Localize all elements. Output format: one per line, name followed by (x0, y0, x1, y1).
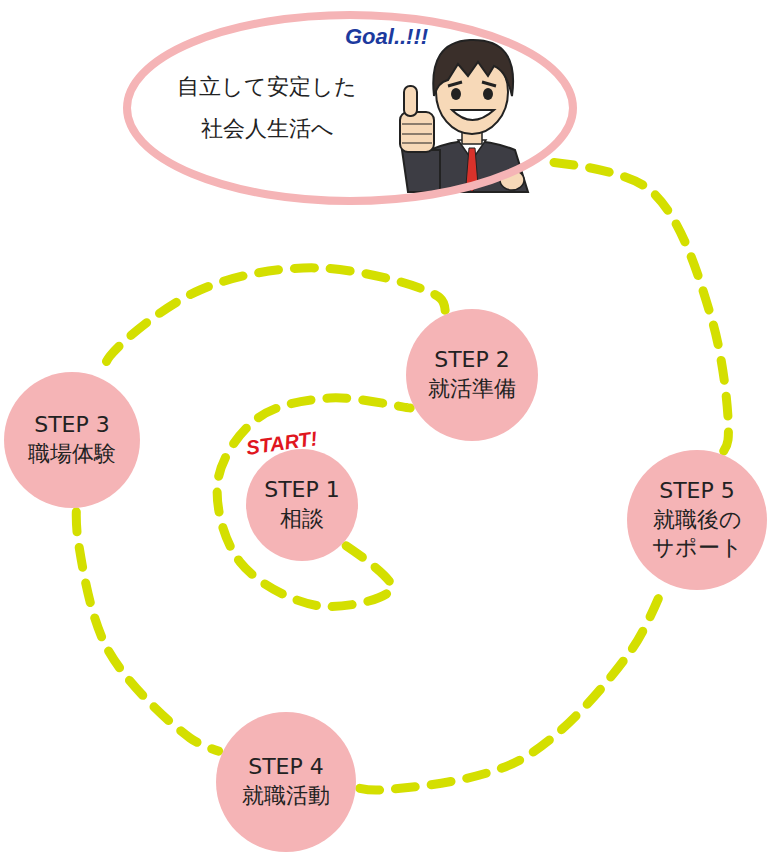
step-circle: STEP 5就職後の サポート (627, 450, 767, 590)
goal-text: 自立して安定した 社会人生活へ (152, 66, 382, 150)
node-content: STEP 2就活準備 (406, 309, 538, 441)
node-content: STEP 4就職活動 (216, 712, 356, 852)
ellipse-border (127, 15, 573, 201)
dashed-path (76, 512, 218, 751)
goal-label: Goal..!!! (345, 24, 428, 50)
finger-lines (402, 124, 432, 143)
dashed-path (217, 398, 410, 607)
step-title: 職場体験 (28, 440, 116, 469)
circle-fill (216, 712, 356, 852)
step-number: STEP 4 (248, 753, 324, 782)
step-title: 就職後の サポート (642, 506, 751, 563)
circle-fill (627, 450, 767, 590)
node-content: STEP 5就職後の サポート (627, 450, 767, 590)
step-title: 就活準備 (428, 375, 516, 404)
circle-fill (246, 449, 358, 561)
grin (452, 110, 494, 120)
dashed-path (360, 586, 664, 790)
fist (400, 112, 434, 152)
eye (451, 88, 461, 100)
step-number: STEP 5 (659, 477, 735, 506)
node-outline (406, 309, 538, 441)
step-number: STEP 2 (434, 346, 510, 375)
sleeve (402, 150, 440, 192)
circle-fill (406, 309, 538, 441)
eyebrow (482, 82, 496, 86)
node-outline (4, 372, 140, 508)
node-content: STEP 1相談 (246, 449, 358, 561)
eyebrow (448, 82, 462, 86)
step-circle: STEP 2就活準備 (406, 309, 538, 441)
step-circle: STEP 1相談 (246, 449, 358, 561)
node-outline (216, 712, 356, 852)
node-content: STEP 3職場体験 (4, 372, 140, 508)
step-title: 就職活動 (242, 782, 330, 811)
step-number: STEP 3 (34, 411, 110, 440)
thumb (404, 86, 417, 116)
step-number: STEP 1 (264, 476, 340, 505)
circle-fill (4, 372, 140, 508)
eye (483, 88, 493, 100)
step-title: 相談 (280, 505, 324, 534)
step-circle: STEP 4就職活動 (216, 712, 356, 852)
hair (433, 40, 513, 96)
step-circle: STEP 3職場体験 (4, 372, 140, 508)
node-outline (246, 449, 358, 561)
dashed-path (102, 268, 445, 375)
dashed-path (547, 162, 728, 451)
